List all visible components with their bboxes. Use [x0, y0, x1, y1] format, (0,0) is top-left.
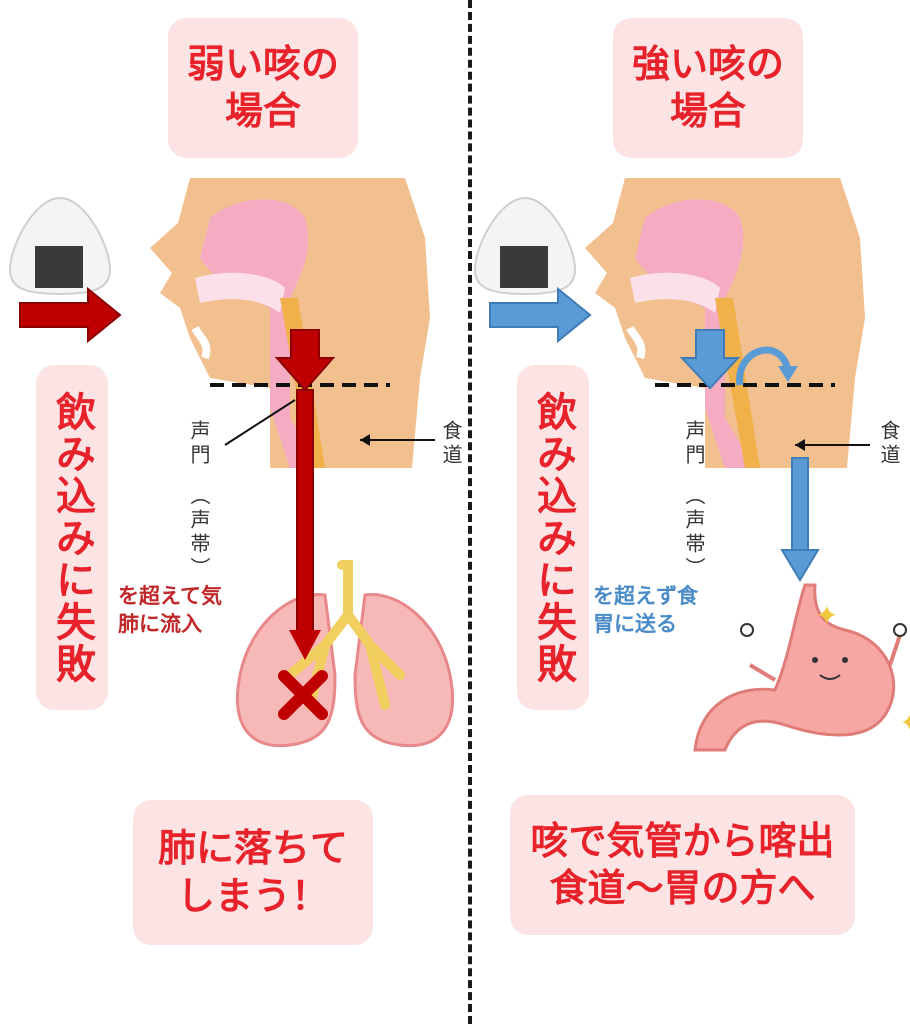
glottis-pointer [224, 399, 296, 446]
swallow-failure-label: 飲み込みに失敗 [36, 365, 108, 710]
caption-text: を超えず食 胃に送る [593, 583, 698, 637]
result-text: 咳で気管から喀出 食道〜胃の方へ [510, 795, 855, 935]
food-arrow [19, 286, 122, 344]
caption-text: を超えて気 肺に流入 [118, 583, 222, 637]
lungs-illustration [235, 560, 455, 748]
glottis-label: 声門 [187, 420, 211, 468]
panel-divider [468, 0, 472, 1024]
weak-cough-panel: 弱い咳の 場合 声門 （声 [8, 18, 463, 945]
panel-title: 強い咳の 場合 [613, 18, 803, 158]
glottis-line [655, 383, 835, 387]
panel-title: 弱い咳の 場合 [168, 18, 358, 158]
food-arrow [489, 286, 592, 344]
rice-ball-icon [8, 196, 112, 296]
strong-cough-panel: 強い咳の 場合 ✦ ✦ [455, 0, 910, 1024]
vocal-cord-label: （声帯） [187, 485, 211, 581]
stomach-arrow [780, 457, 820, 582]
glottis-label: 声門 [682, 420, 706, 468]
stomach-character: ✦ ✦ [693, 583, 910, 752]
swallow-failure-label: 飲み込みに失敗 [517, 365, 589, 710]
svg-text:✦: ✦ [815, 599, 838, 632]
esophagus-label: 食道 [877, 420, 901, 468]
x-mark-icon [278, 670, 328, 720]
vocal-cord-label: （声帯） [682, 485, 706, 581]
push-down-arrow [679, 329, 741, 390]
esophagus-pointer [795, 439, 870, 451]
result-text: 肺に落ちて しまう！ [133, 800, 373, 945]
throat-cross-section [585, 178, 865, 468]
aspiration-arrow [274, 329, 336, 660]
cough-curve-arrow [736, 346, 798, 386]
esophagus-label: 食道 [439, 420, 463, 468]
svg-text:✦: ✦ [900, 711, 910, 736]
esophagus-pointer [360, 434, 435, 446]
rice-ball-icon [473, 196, 577, 296]
